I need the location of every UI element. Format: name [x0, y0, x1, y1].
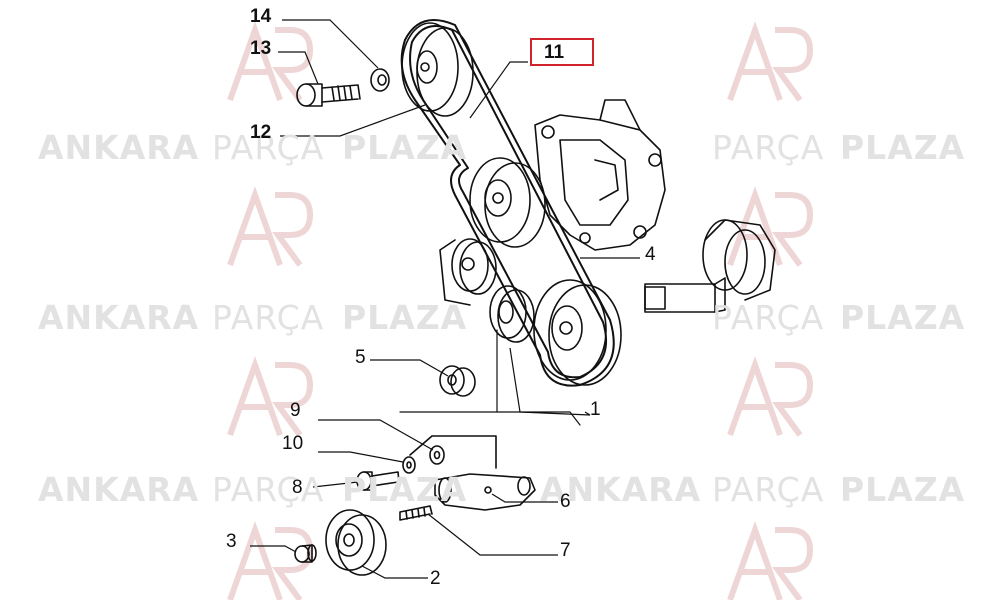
ankara-parca-plaza-logo-icon	[727, 521, 814, 600]
crankshaft-assembly	[644, 219, 776, 313]
cap-part-3	[294, 544, 317, 563]
ankara-parca-plaza-logo-icon	[227, 356, 314, 437]
watermark-row: ANKARA PARÇA PLAZA ANKARA PARÇA PLAZA	[0, 470, 1000, 510]
callout-5: 5	[355, 347, 366, 368]
bracket-part-6	[409, 435, 536, 511]
bolt-part-13	[296, 83, 361, 107]
callout-7: 7	[560, 540, 571, 561]
watermark-row: ANKARA PARÇA PLAZA PARÇA PLAZA	[0, 128, 1000, 168]
watermark-word: ANKARA	[540, 470, 702, 509]
callout-10: 10	[282, 433, 304, 454]
idler-pulley-upper	[489, 285, 535, 343]
ankara-parca-plaza-logo-icon	[227, 186, 314, 267]
top-pulley	[401, 22, 474, 117]
watermark-word: PLAZA	[342, 470, 468, 509]
watermark-word: PARÇA	[212, 298, 325, 337]
callout-1: 1	[590, 399, 601, 420]
watermark-word: PARÇA	[712, 128, 825, 167]
watermark-word: PLAZA	[840, 470, 966, 509]
watermark-row: ANKARA PARÇA PLAZA PARÇA PLAZA	[0, 298, 1000, 338]
watermark-logos	[227, 21, 814, 600]
drawing	[294, 19, 776, 576]
ankara-parca-plaza-logo-icon	[727, 21, 814, 102]
spacer-part-5	[439, 365, 476, 397]
nut-part-14	[370, 68, 390, 92]
ankara-parca-plaza-logo-icon	[227, 21, 314, 102]
watermark-word: ANKARA	[38, 470, 200, 509]
callout-11: 11	[544, 42, 565, 63]
watermark-word: PARÇA	[712, 470, 825, 509]
ankara-parca-plaza-logo-icon	[727, 356, 814, 437]
washer-part-10	[402, 456, 416, 474]
idler-pulley-part-2	[325, 509, 387, 576]
watermark-word: ANKARA	[38, 298, 200, 337]
callout-8: 8	[292, 477, 303, 498]
watermark-word: PLAZA	[342, 128, 468, 167]
callout-3: 3	[226, 531, 237, 552]
watermark-word: PARÇA	[712, 298, 825, 337]
watermark-word: PLAZA	[342, 298, 468, 337]
auxiliary-pulley	[439, 238, 497, 306]
leader-lines	[250, 19, 640, 579]
callout-4: 4	[645, 244, 656, 265]
callout-14: 14	[250, 6, 272, 27]
callout-6: 6	[560, 491, 571, 512]
callout-9: 9	[290, 400, 301, 421]
washer-part-9	[429, 445, 445, 465]
assembly-guide-lines	[399, 329, 581, 426]
crank-pulley	[533, 279, 622, 386]
bolt-part-8	[356, 471, 400, 491]
ankara-parca-plaza-logo-icon	[727, 186, 814, 267]
water-pump-housing	[534, 99, 666, 251]
watermark-word: ANKARA	[38, 128, 200, 167]
watermark-word: PARÇA	[212, 128, 325, 167]
highlight-box	[530, 38, 594, 66]
watermark-word: PARÇA	[212, 470, 325, 509]
watermark-word: PLAZA	[840, 128, 966, 167]
callout-12: 12	[250, 122, 272, 143]
stud-part-7	[399, 505, 433, 521]
watermark-word: PLAZA	[840, 298, 966, 337]
alternator-pulley	[469, 157, 546, 248]
callout-13: 13	[250, 38, 272, 59]
ankara-parca-plaza-logo-icon	[227, 521, 314, 600]
callout-2: 2	[430, 568, 441, 589]
